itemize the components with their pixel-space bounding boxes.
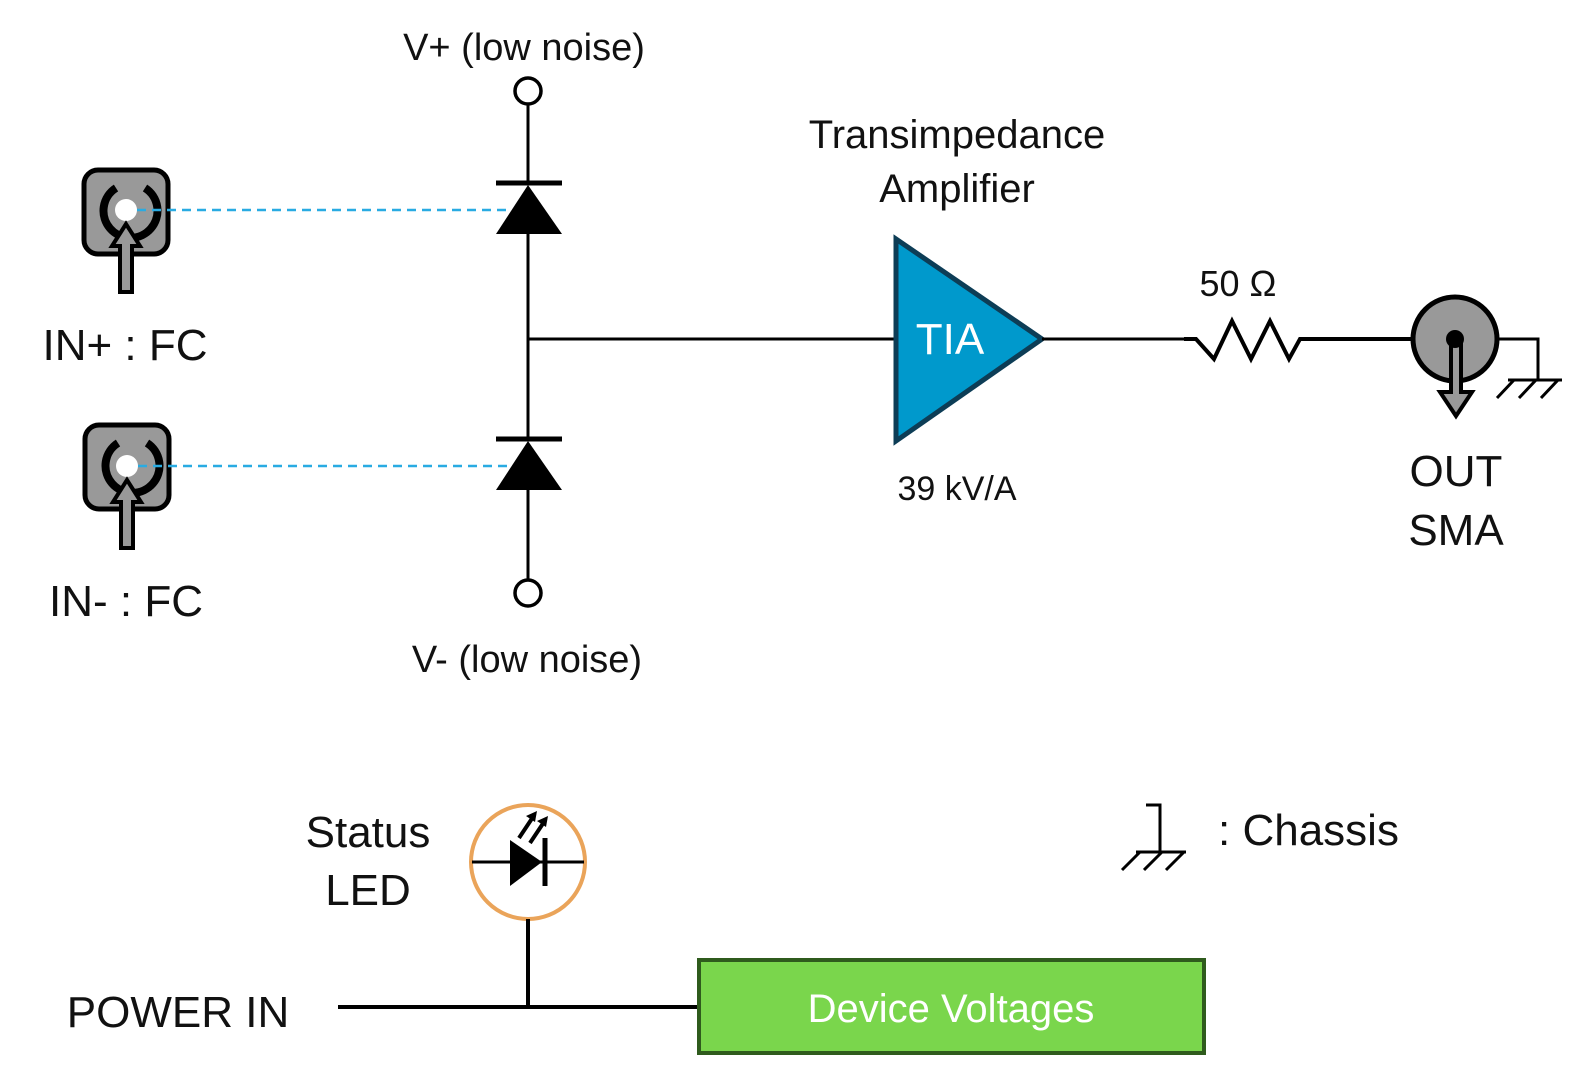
v-plus-terminal — [513, 76, 543, 106]
status-label-line2: LED — [325, 866, 411, 915]
photodiode-upper — [496, 180, 562, 234]
tia-gain-label: 39 kV/A — [897, 470, 1016, 508]
status-label-line1: Status — [306, 808, 431, 857]
resistor-50-ohm — [1184, 316, 1445, 364]
in-plus-label: IN+ : FC — [42, 321, 207, 370]
photodiode-lower-triangle — [496, 441, 562, 490]
fc-connector-core — [115, 199, 137, 221]
v-plus-label: V+ (low noise) — [403, 27, 645, 69]
resistor-label: 50 Ω — [1200, 263, 1277, 304]
power-in-label: POWER IN — [67, 988, 289, 1037]
v-minus-terminal — [513, 578, 543, 608]
arrow-up-icon — [109, 476, 145, 550]
tia-title-line2: Amplifier — [879, 167, 1035, 211]
output-label-line2: SMA — [1408, 506, 1504, 555]
output-label-line1: OUT — [1410, 447, 1503, 496]
fc-connector-in-minus — [82, 422, 172, 550]
status-led — [469, 803, 587, 921]
arrow-down-icon — [1436, 342, 1476, 420]
wire-sma-shield-to-ground — [1497, 337, 1540, 380]
sma-center-pin — [1446, 330, 1464, 348]
light-emission-arrows-icon — [517, 811, 548, 845]
device-voltages-label: Device Voltages — [808, 987, 1095, 1031]
sma-output-connector — [1410, 294, 1500, 420]
photodiode-upper-triangle — [496, 185, 562, 234]
v-minus-label: V- (low noise) — [412, 639, 642, 681]
tia-amplifier-symbol — [893, 234, 1047, 446]
led-diode-icon — [510, 840, 542, 886]
photodiode-lower — [496, 436, 562, 490]
fc-connector-core — [116, 455, 138, 477]
chassis-legend-ground-icon — [1120, 803, 1186, 872]
chassis-legend-label: : Chassis — [1218, 806, 1399, 855]
device-voltages-box — [697, 958, 1206, 1055]
tia-symbol-label: TIA — [916, 315, 985, 364]
chassis-ground-icon — [1495, 378, 1562, 400]
tia-title-line1: Transimpedance — [809, 113, 1105, 157]
arrow-up-icon — [108, 220, 144, 294]
in-minus-label: IN- : FC — [49, 577, 203, 626]
fc-connector-in-plus — [81, 167, 171, 294]
